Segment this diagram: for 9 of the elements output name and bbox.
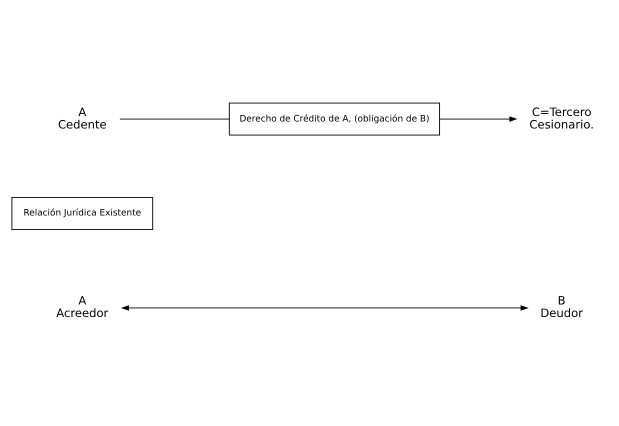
arrow [439,116,518,122]
node-text: C=Tercero Cesionario. [529,104,594,131]
node-text: A Acreedor [56,293,108,320]
node-text: A Cedente [58,104,107,131]
arrow [120,304,529,310]
node-box: Relación Jurídica Existente [11,196,154,230]
node-box: Derecho de Crédito de A, (obligación de B) [228,102,440,136]
node-text: B Deudor [540,293,583,320]
connector [119,118,230,119]
